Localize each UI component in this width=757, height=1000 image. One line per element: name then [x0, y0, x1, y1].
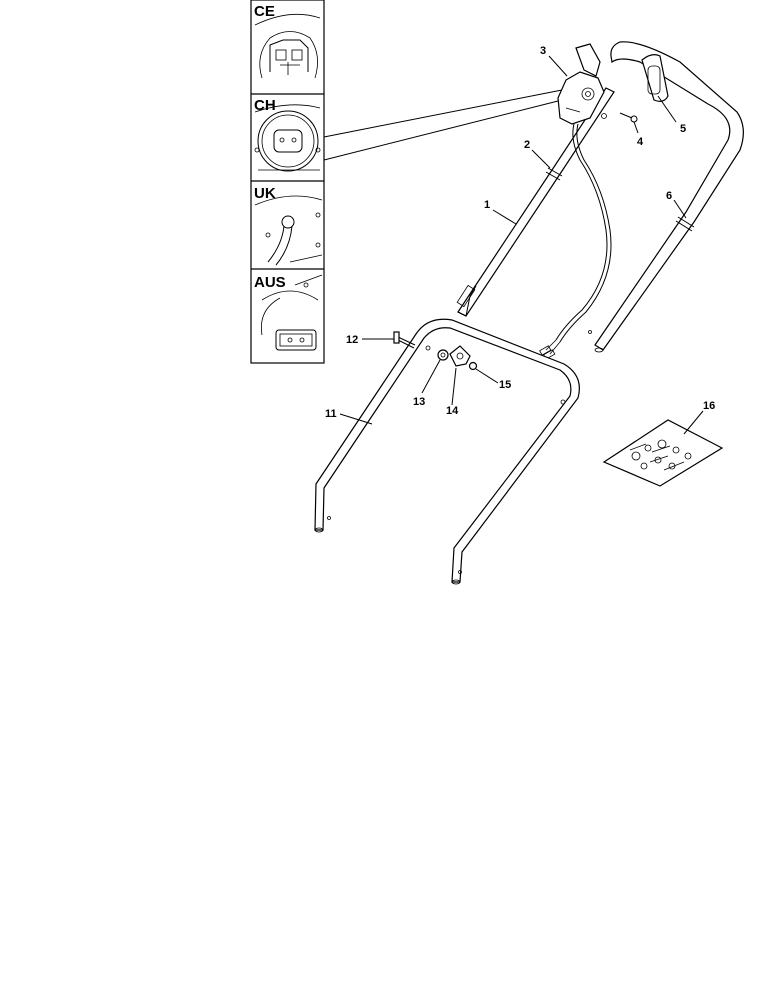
- knob-part: [449, 345, 471, 367]
- lower-handle-frame: [314, 318, 580, 585]
- ce-plug-illustration: [254, 13, 321, 79]
- region-label-ce: CE: [254, 3, 275, 20]
- part-label-6: 6: [666, 190, 672, 202]
- part-label-5: 5: [680, 123, 686, 135]
- part-label-14: 14: [446, 405, 459, 417]
- uk-cable-illustration: [254, 195, 323, 266]
- power-cable: [555, 123, 608, 341]
- part-label-13: 13: [413, 396, 425, 408]
- bolt-part: [393, 331, 416, 349]
- inset-callout-line: [323, 99, 563, 161]
- nut-part: [468, 361, 478, 371]
- power-cable: [559, 123, 612, 343]
- part-label-4: 4: [637, 136, 644, 148]
- upper-handle: [588, 41, 744, 353]
- region-label-ch: CH: [254, 97, 276, 114]
- part-label-2: 2: [524, 139, 530, 151]
- part-label-12: 12: [346, 334, 358, 346]
- part-label-1: 1: [484, 199, 490, 211]
- region-inset-panel: [250, 0, 325, 364]
- cable-connectors: [545, 339, 561, 355]
- switch-box: [557, 43, 605, 125]
- part-label-11: 11: [325, 408, 337, 420]
- hardware-bag: [602, 419, 724, 487]
- aus-plug-illustration: [261, 274, 323, 351]
- screw-part: [619, 112, 638, 123]
- part-label-15: 15: [499, 379, 511, 391]
- control-bar-tube: [456, 87, 615, 317]
- ch-plug-illustration: [254, 104, 321, 172]
- region-label-uk: UK: [254, 185, 276, 202]
- leader-lines: [339, 55, 704, 435]
- washer-part: [437, 349, 449, 361]
- inset-callout-line: [323, 89, 563, 138]
- part-label-3: 3: [540, 45, 546, 57]
- region-label-aus: AUS: [254, 274, 286, 291]
- handle-grip: [641, 54, 669, 102]
- part-label-16: 16: [703, 400, 715, 412]
